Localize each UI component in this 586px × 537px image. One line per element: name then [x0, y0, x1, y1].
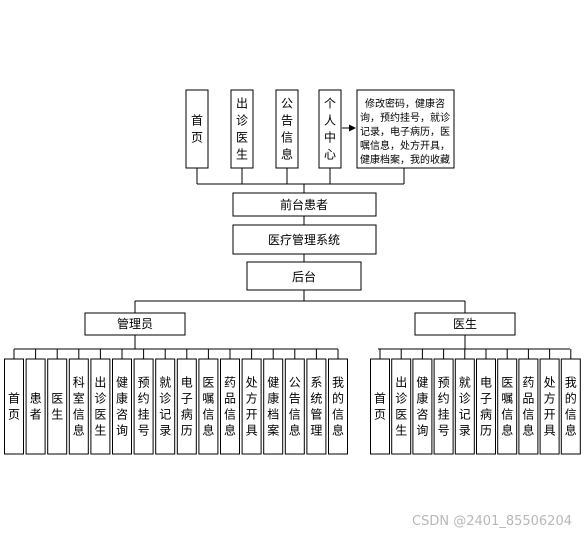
- doctor-module-label: 医嘱信息: [501, 376, 513, 438]
- doctor-module-box: [433, 358, 454, 455]
- admin-module-label: 医嘱信息: [202, 376, 214, 438]
- doctor-module-box: [412, 358, 433, 455]
- admin-module-box: [90, 358, 111, 455]
- doctor-module-box: [560, 358, 581, 455]
- admin-module-label: 就诊记录: [159, 376, 171, 438]
- front-module-home: 首页: [185, 89, 209, 169]
- watermark: CSDN @2401_85506204: [412, 514, 572, 529]
- admin-module-box: [133, 358, 154, 455]
- admin-module-box: [25, 358, 46, 455]
- personal-center-features: 修改密码，健康咨 询，预约挂号，就诊 记录，电子病历，医 嘱信息，处方开具， 健…: [356, 89, 455, 169]
- front-module-notices: 公告信息: [275, 89, 299, 169]
- admin-modules: 首页患者医生科室信息出诊医生健康咨询预约挂号就诊记录电子病历医嘱信息药品信息处方…: [4, 349, 348, 455]
- doctor-module-box: [391, 358, 412, 455]
- personal-center-features-line-4: 嘱信息，处方开具，: [360, 139, 450, 152]
- connector-lines: [14, 124, 570, 350]
- admin-label: 管理员: [117, 316, 153, 331]
- admin-module-label: 我的信息: [332, 376, 344, 438]
- admin-module-box: [68, 358, 89, 455]
- admin-module-label: 系统管理: [310, 376, 322, 438]
- front-module-doctors: 出诊医生: [230, 89, 254, 169]
- admin-module-label: 预约挂号: [138, 376, 150, 438]
- admin-module-box: [220, 358, 240, 455]
- doctor-label: 医生: [453, 317, 477, 331]
- backend-label: 后台: [292, 269, 316, 284]
- doctor-module-label: 就诊记录: [459, 376, 471, 438]
- doctor-module-box: [539, 358, 560, 455]
- admin-module-box: [306, 358, 327, 455]
- admin-module-label: 药品信息: [224, 376, 236, 438]
- system-root-node: 医疗管理系统: [232, 224, 377, 255]
- doctor-module-label: 我的信息: [565, 376, 577, 438]
- front-module-personal-center-label: 个人中心: [324, 97, 336, 162]
- admin-module-box: [176, 358, 197, 455]
- admin-module-box: [241, 358, 262, 455]
- front-module-notices-label: 公告信息: [281, 97, 293, 162]
- doctor-module-box: [370, 358, 390, 455]
- admin-module-box: [47, 358, 68, 455]
- admin-module-box: [284, 358, 305, 455]
- doctor-module-label: 预约挂号: [438, 376, 450, 438]
- doctor-module-label: 药品信息: [522, 376, 534, 438]
- admin-module-box: [198, 358, 219, 455]
- personal-center-features-line-2: 询，预约挂号，就诊: [360, 111, 450, 124]
- admin-module-label: 出诊医生: [94, 376, 106, 438]
- admin-module-label: 处方开具: [246, 376, 258, 438]
- admin-module-box: [263, 358, 284, 455]
- admin-module-label: 医生: [51, 392, 63, 422]
- doctor-node: 医生: [414, 312, 516, 336]
- doctor-module-label: 首页: [374, 392, 386, 422]
- admin-module-label: 电子病历: [181, 376, 193, 438]
- front-module-doctors-label: 出诊医生: [236, 97, 248, 162]
- doctor-module-label: 电子病历: [480, 376, 492, 438]
- admin-module-box: [112, 358, 132, 455]
- backend-node: 后台: [246, 261, 362, 291]
- admin-module-label: 公告信息: [289, 376, 301, 438]
- doctor-module-label: 处方开具: [544, 376, 556, 438]
- personal-center-features-line-5: 健康档案，我的收藏: [360, 153, 450, 166]
- system-name: 医疗管理系统: [268, 232, 340, 247]
- doctor-module-label: 健康咨询: [416, 376, 428, 438]
- admin-module-label: 健康咨询: [116, 376, 128, 438]
- doctor-module-box: [476, 358, 496, 455]
- doctor-module-box: [497, 358, 518, 455]
- admin-module-box: [155, 358, 176, 455]
- front-patient-node: 前台患者: [232, 192, 377, 217]
- front-module-home-label: 首页: [191, 114, 203, 145]
- doctor-module-box: [454, 358, 475, 455]
- doctor-module-label: 出诊医生: [395, 376, 407, 438]
- admin-module-box: [4, 358, 24, 455]
- front-module-personal-center: 个人中心: [318, 89, 342, 169]
- admin-module-label: 首页: [8, 392, 20, 422]
- admin-module-label: 健康档案: [267, 376, 279, 438]
- doctor-module-box: [518, 358, 539, 455]
- personal-center-features-line-1: 修改密码，健康咨: [365, 97, 445, 110]
- admin-node: 管理员: [84, 312, 186, 336]
- admin-module-label: 科室信息: [73, 376, 85, 438]
- admin-module-label: 患者: [30, 392, 42, 422]
- admin-module-box: [328, 358, 348, 455]
- personal-center-features-line-3: 记录，电子病历，医: [360, 125, 450, 138]
- front-patient-label: 前台患者: [280, 197, 328, 212]
